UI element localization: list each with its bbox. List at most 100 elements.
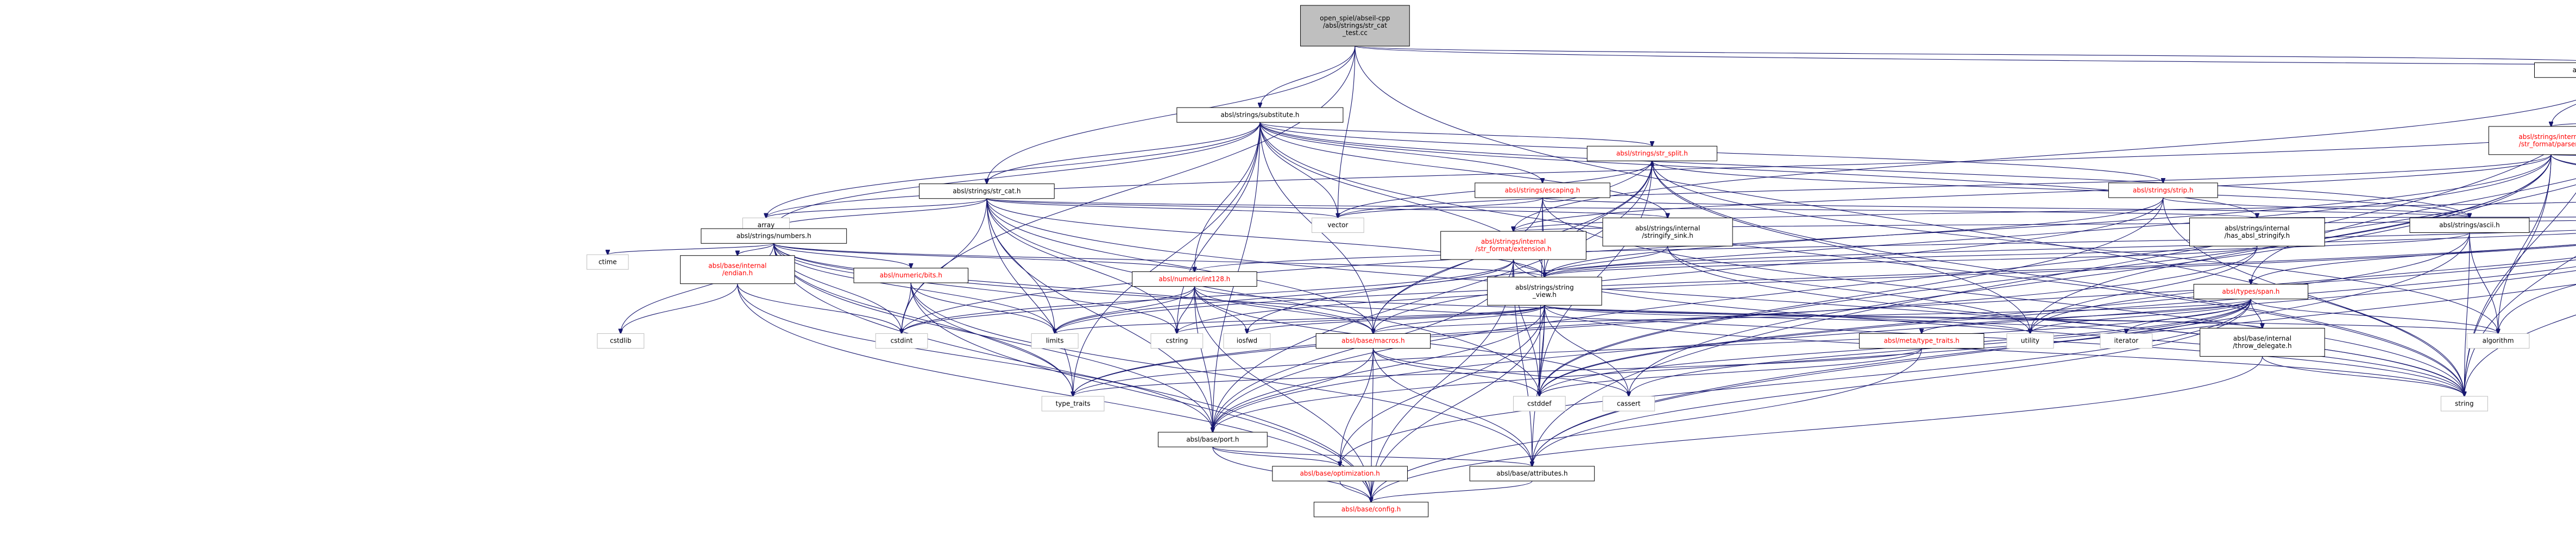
edge-strip-to-cstddef bbox=[1539, 198, 2164, 396]
node-int128[interactable]: absl/numeric/int128.h bbox=[1132, 271, 1257, 287]
node-box bbox=[1586, 145, 1717, 161]
edge-throw_delegate-to-config bbox=[1371, 356, 2263, 502]
node-box bbox=[853, 268, 968, 283]
edge-bits-to-cstdint bbox=[902, 282, 911, 333]
node-ascii[interactable]: absl/strings/ascii.h bbox=[2409, 217, 2530, 233]
edge-endian-to-port bbox=[737, 283, 1213, 432]
node-str-cat[interactable]: absl/strings/str_cat.h bbox=[919, 183, 1055, 199]
edge-parser-to-vector bbox=[1338, 154, 2552, 218]
edge-endian-to-cstdint bbox=[737, 283, 902, 334]
edge-str_cat-to-cstring bbox=[986, 198, 1177, 334]
node-box bbox=[1440, 231, 1586, 260]
edge-macros-to-optimization bbox=[1340, 348, 1374, 466]
edge-attributes-to-config bbox=[1371, 480, 1533, 502]
node-optimization[interactable]: absl/base/optimization.h bbox=[1272, 466, 1408, 482]
node-box bbox=[680, 255, 795, 284]
node-type-traits-meta[interactable]: absl/meta/type_traits.h bbox=[1859, 333, 1985, 349]
edge-bits-to-config bbox=[910, 282, 1371, 502]
node-extension[interactable]: absl/strings/internal/str_format/extensi… bbox=[1440, 231, 1586, 260]
node-throw-delegate[interactable]: absl/base/internal/throw_delegate.h bbox=[2200, 328, 2325, 357]
node-limits: limits bbox=[1031, 333, 1079, 349]
node-str-format[interactable]: absl/strings/str_format.h bbox=[2534, 62, 2576, 78]
node-vector: vector bbox=[1311, 217, 1364, 233]
node-has-stringify[interactable]: absl/strings/internal/has_absl_stringify… bbox=[2189, 217, 2325, 246]
edge-numbers-to-cstring bbox=[773, 243, 1177, 333]
edge-bind-to-port bbox=[1213, 184, 2576, 432]
node-bits[interactable]: absl/numeric/bits.h bbox=[853, 268, 968, 283]
edge-escaping-to-macros bbox=[1373, 198, 1543, 333]
node-label: /str_format/extension.h bbox=[1476, 245, 1552, 253]
edge-checker-to-extension bbox=[1514, 202, 2576, 231]
edge-substitute-to-stringify_sink bbox=[1259, 122, 1668, 218]
node-box bbox=[2440, 396, 2488, 412]
node-utility: utility bbox=[2006, 333, 2054, 349]
node-box bbox=[1859, 333, 1985, 349]
edge-root-to-gtest bbox=[1355, 46, 2576, 65]
edge-bits-to-type_traits bbox=[910, 282, 1073, 396]
node-cstdint: cstdint bbox=[875, 333, 928, 349]
node-port[interactable]: absl/base/port.h bbox=[1157, 432, 1268, 447]
edge-span-to-type_traits_meta bbox=[1922, 299, 2251, 334]
edge-has_stringify-to-utility bbox=[2030, 246, 2258, 333]
node-str-split[interactable]: absl/strings/str_split.h bbox=[1586, 145, 1717, 161]
node-label: absl/strings/internal bbox=[1481, 238, 1546, 245]
edge-str_split-to-ascii bbox=[1652, 161, 2470, 218]
node-label: utility bbox=[2021, 337, 2039, 345]
edge-throw_delegate-to-string bbox=[2262, 356, 2464, 396]
node-label: absl/numeric/int128.h bbox=[1158, 275, 1230, 283]
edge-int128-to-iosfwd bbox=[1194, 286, 1247, 334]
edge-substitute-to-str_cat bbox=[987, 122, 1261, 183]
node-label: _test.cc bbox=[1342, 29, 1368, 37]
node-label: iterator bbox=[2114, 337, 2139, 345]
edge-int128-to-macros bbox=[1194, 286, 1373, 334]
edge-numbers-to-config bbox=[773, 243, 1371, 502]
edge-string_view-to-iterator bbox=[1544, 305, 2126, 333]
node-box bbox=[1313, 502, 1429, 517]
edge-bind-to-span bbox=[2251, 178, 2576, 284]
edge-str_cat-to-string_view bbox=[986, 198, 1545, 277]
node-label: absl/base/config.h bbox=[1341, 505, 1401, 513]
node-box bbox=[2006, 333, 2054, 349]
edge-ascii-to-string bbox=[2464, 232, 2470, 396]
edge-stringify_sink-to-string bbox=[1667, 246, 2465, 396]
edge-int128-to-config bbox=[1194, 286, 1371, 502]
node-attributes[interactable]: absl/base/attributes.h bbox=[1469, 466, 1595, 482]
node-substitute[interactable]: absl/strings/substitute.h bbox=[1176, 107, 1344, 123]
node-config[interactable]: absl/base/config.h bbox=[1313, 502, 1429, 517]
edge-escaping-to-vector bbox=[1338, 197, 1543, 218]
node-label: /throw_delegate.h bbox=[2233, 342, 2291, 350]
node-parser[interactable]: absl/strings/internal/str_format/parser.… bbox=[2488, 126, 2576, 155]
node-numbers[interactable]: absl/strings/numbers.h bbox=[701, 228, 847, 244]
node-stringify-sink[interactable]: absl/strings/internal/stringify_sink.h bbox=[1602, 217, 1733, 246]
node-label: /stringify_sink.h bbox=[1642, 232, 1693, 239]
edge-int128-to-cstring bbox=[1177, 286, 1195, 334]
edge-string_view-to-cstring bbox=[1177, 305, 1545, 333]
node-macros[interactable]: absl/base/macros.h bbox=[1315, 333, 1431, 349]
node-span[interactable]: absl/types/span.h bbox=[2193, 284, 2309, 300]
edge-root-to-vector bbox=[1338, 46, 1356, 218]
node-box bbox=[2409, 217, 2530, 233]
node-cassert: cassert bbox=[1602, 396, 1655, 412]
edge-macros-to-attributes bbox=[1372, 348, 1532, 466]
node-root[interactable]: open_spiel/abseil-cpp/absl/strings/str_c… bbox=[1300, 5, 1410, 47]
edge-span-to-type_traits bbox=[1073, 299, 2251, 396]
edge-arg-to-string bbox=[2464, 314, 2576, 396]
edge-str_cat-to-vector bbox=[986, 198, 1338, 218]
edge-endian-to-cstdlib bbox=[621, 283, 738, 334]
edge-arg-to-int128 bbox=[1194, 230, 2576, 272]
edge-macros-to-cstddef bbox=[1372, 348, 1539, 396]
edge-has_stringify-to-type_traits bbox=[1073, 246, 2258, 396]
node-string-view[interactable]: absl/strings/string_view.h bbox=[1487, 276, 1602, 306]
edge-numbers-to-bits bbox=[773, 243, 911, 268]
node-box bbox=[587, 254, 629, 270]
node-box bbox=[1176, 107, 1344, 123]
node-label: algorithm bbox=[2483, 337, 2514, 345]
node-label: string bbox=[2455, 400, 2473, 407]
node-label: absl/strings/str_cat.h bbox=[953, 187, 1021, 195]
edge-substitute-to-str_split bbox=[1259, 122, 1652, 146]
node-strip[interactable]: absl/strings/strip.h bbox=[2108, 182, 2218, 198]
node-endian[interactable]: absl/base/internal/endian.h bbox=[680, 255, 795, 284]
node-escaping[interactable]: absl/strings/escaping.h bbox=[1475, 182, 1610, 198]
edge-str_cat-to-array bbox=[766, 198, 987, 218]
node-label: open_spiel/abseil-cpp bbox=[1320, 15, 1390, 22]
